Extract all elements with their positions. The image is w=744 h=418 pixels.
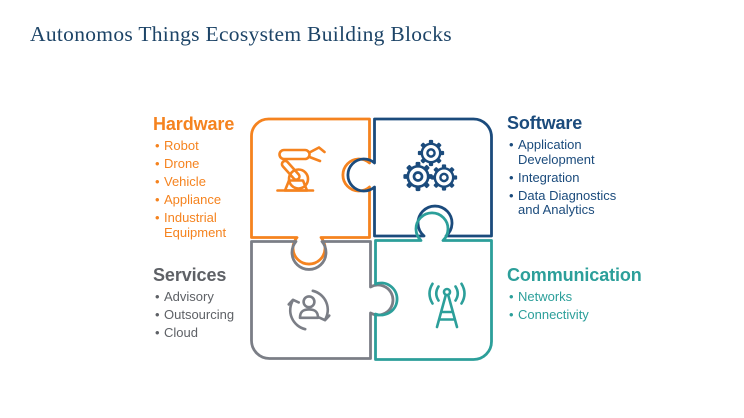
page-title: Autonomos Things Ecosystem Building Bloc…: [30, 22, 452, 46]
list-item: Integration: [509, 169, 629, 186]
list-item-label: Outsourcing: [164, 307, 235, 322]
services-list: Advisory Outsourcing Cloud: [153, 289, 254, 341]
list-item: Appliance: [155, 192, 254, 208]
puzzle-piece-services: [250, 240, 395, 360]
software-list: Application Development Integration Data…: [507, 137, 629, 218]
list-item-label: Application Development: [518, 137, 595, 167]
list-item: Drone: [155, 156, 254, 172]
list-item-label: Advisory: [164, 289, 214, 304]
list-item: Industrial Equipment: [155, 210, 254, 240]
list-item: Vehicle: [155, 174, 254, 190]
list-item: Application Development: [509, 137, 629, 167]
services-section: Services Advisory Outsourcing Cloud: [153, 264, 254, 344]
communication-heading: Communication: [507, 265, 642, 285]
gears-icon: [402, 138, 459, 193]
list-item-label: Drone: [164, 156, 200, 171]
list-item: Advisory: [155, 289, 254, 305]
person-cycle-icon: [287, 289, 331, 331]
list-item-label: Cloud: [164, 325, 198, 340]
list-item: Robot: [155, 138, 254, 154]
list-item: Outsourcing: [155, 307, 254, 323]
list-item-label: Integration: [518, 169, 580, 185]
communication-section: Communication Networks Connectivity: [507, 264, 687, 326]
software-section: Software Application Development Integra…: [507, 112, 629, 221]
list-item-label: Appliance: [164, 192, 222, 207]
hardware-heading: Hardware: [153, 114, 235, 134]
antenna-icon: [428, 282, 466, 329]
list-item: Networks: [509, 289, 687, 305]
communication-list: Networks Connectivity: [507, 289, 687, 323]
list-item: Cloud: [155, 325, 254, 341]
puzzle-piece-communication: [374, 211, 493, 361]
list-item: Data Diagnostics and Analytics: [509, 187, 629, 218]
software-heading: Software: [507, 113, 583, 133]
list-item-label: Data Diagnostics and Analytics: [518, 187, 617, 217]
hardware-section: Hardware Robot Drone Vehicle Appliance I…: [153, 113, 254, 244]
list-item-label: Networks: [518, 289, 573, 304]
robot-arm-icon: [276, 146, 326, 192]
list-item-label: Robot: [164, 138, 199, 153]
list-item-label: Vehicle: [164, 174, 206, 189]
list-item-label: Industrial Equipment: [164, 210, 227, 240]
list-item: Connectivity: [509, 307, 687, 323]
services-heading: Services: [153, 265, 227, 285]
list-item-label: Connectivity: [518, 307, 589, 322]
hardware-list: Robot Drone Vehicle Appliance Industrial…: [153, 138, 254, 240]
